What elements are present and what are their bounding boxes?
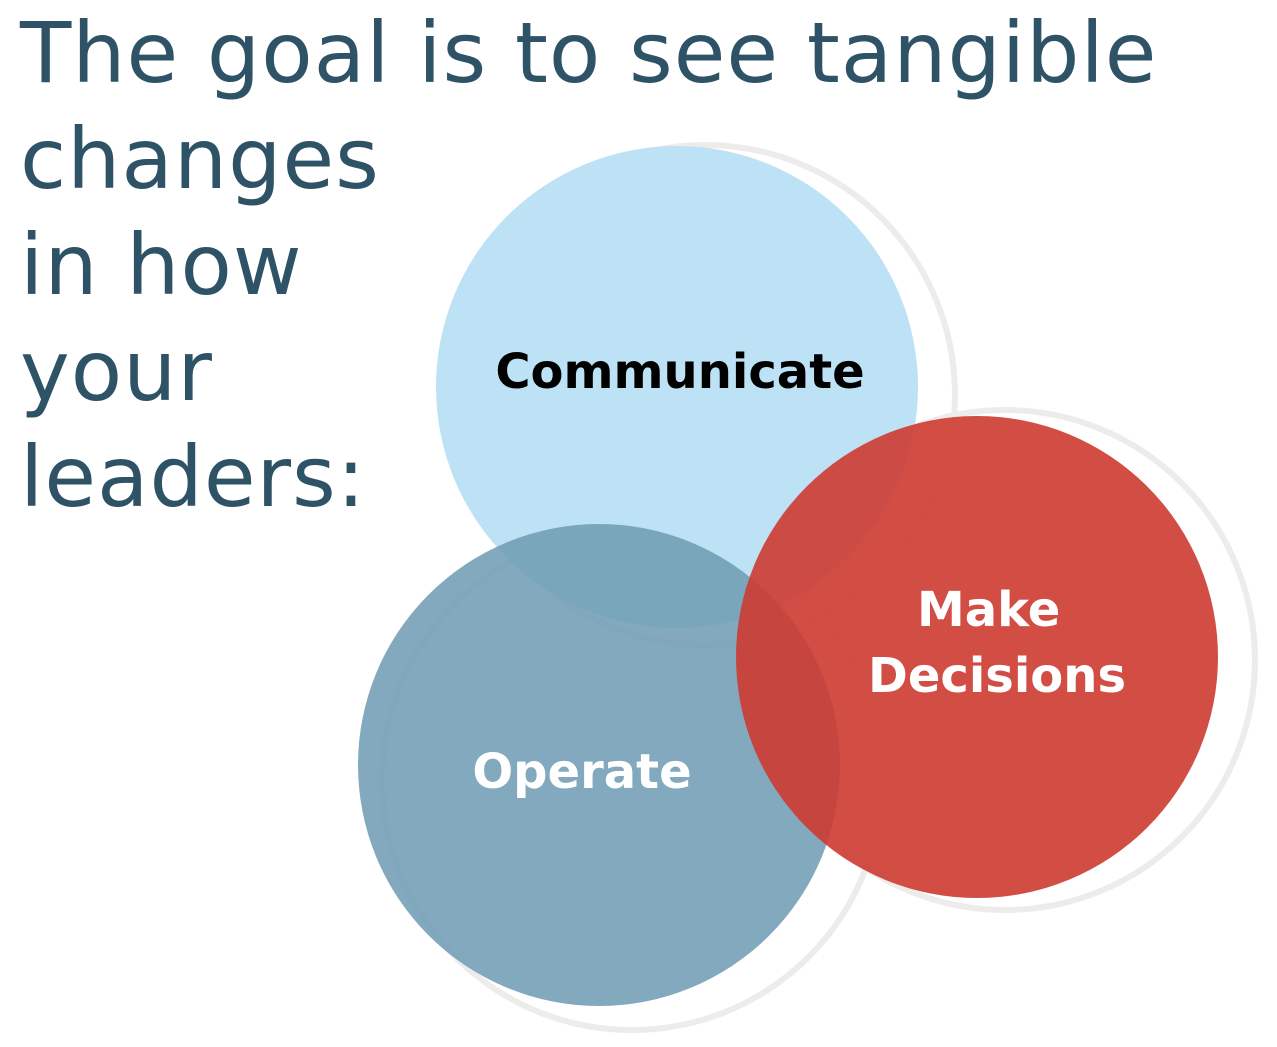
decisions-label: Make Decisions: [868, 582, 1126, 704]
decisions-label-line-1: Make: [917, 582, 1060, 638]
title-line-2: changes: [20, 110, 380, 208]
title-line-1: The goal is to see tangible: [20, 4, 1158, 102]
decisions-circle: [736, 416, 1218, 898]
page-title: The goal is to see tangible changes in h…: [20, 0, 1157, 530]
communicate-label: Communicate: [495, 344, 864, 400]
operate-label-line-1: Operate: [472, 744, 691, 800]
decisions-label-line-2: Decisions: [868, 648, 1126, 704]
title-line-4: your: [20, 322, 213, 420]
title-line-3: in how: [20, 216, 303, 314]
title-line-5: leaders:: [20, 428, 367, 526]
operate-label: Operate: [472, 744, 691, 800]
communicate-label-line-1: Communicate: [495, 344, 864, 400]
operate-circle: [358, 524, 840, 1006]
